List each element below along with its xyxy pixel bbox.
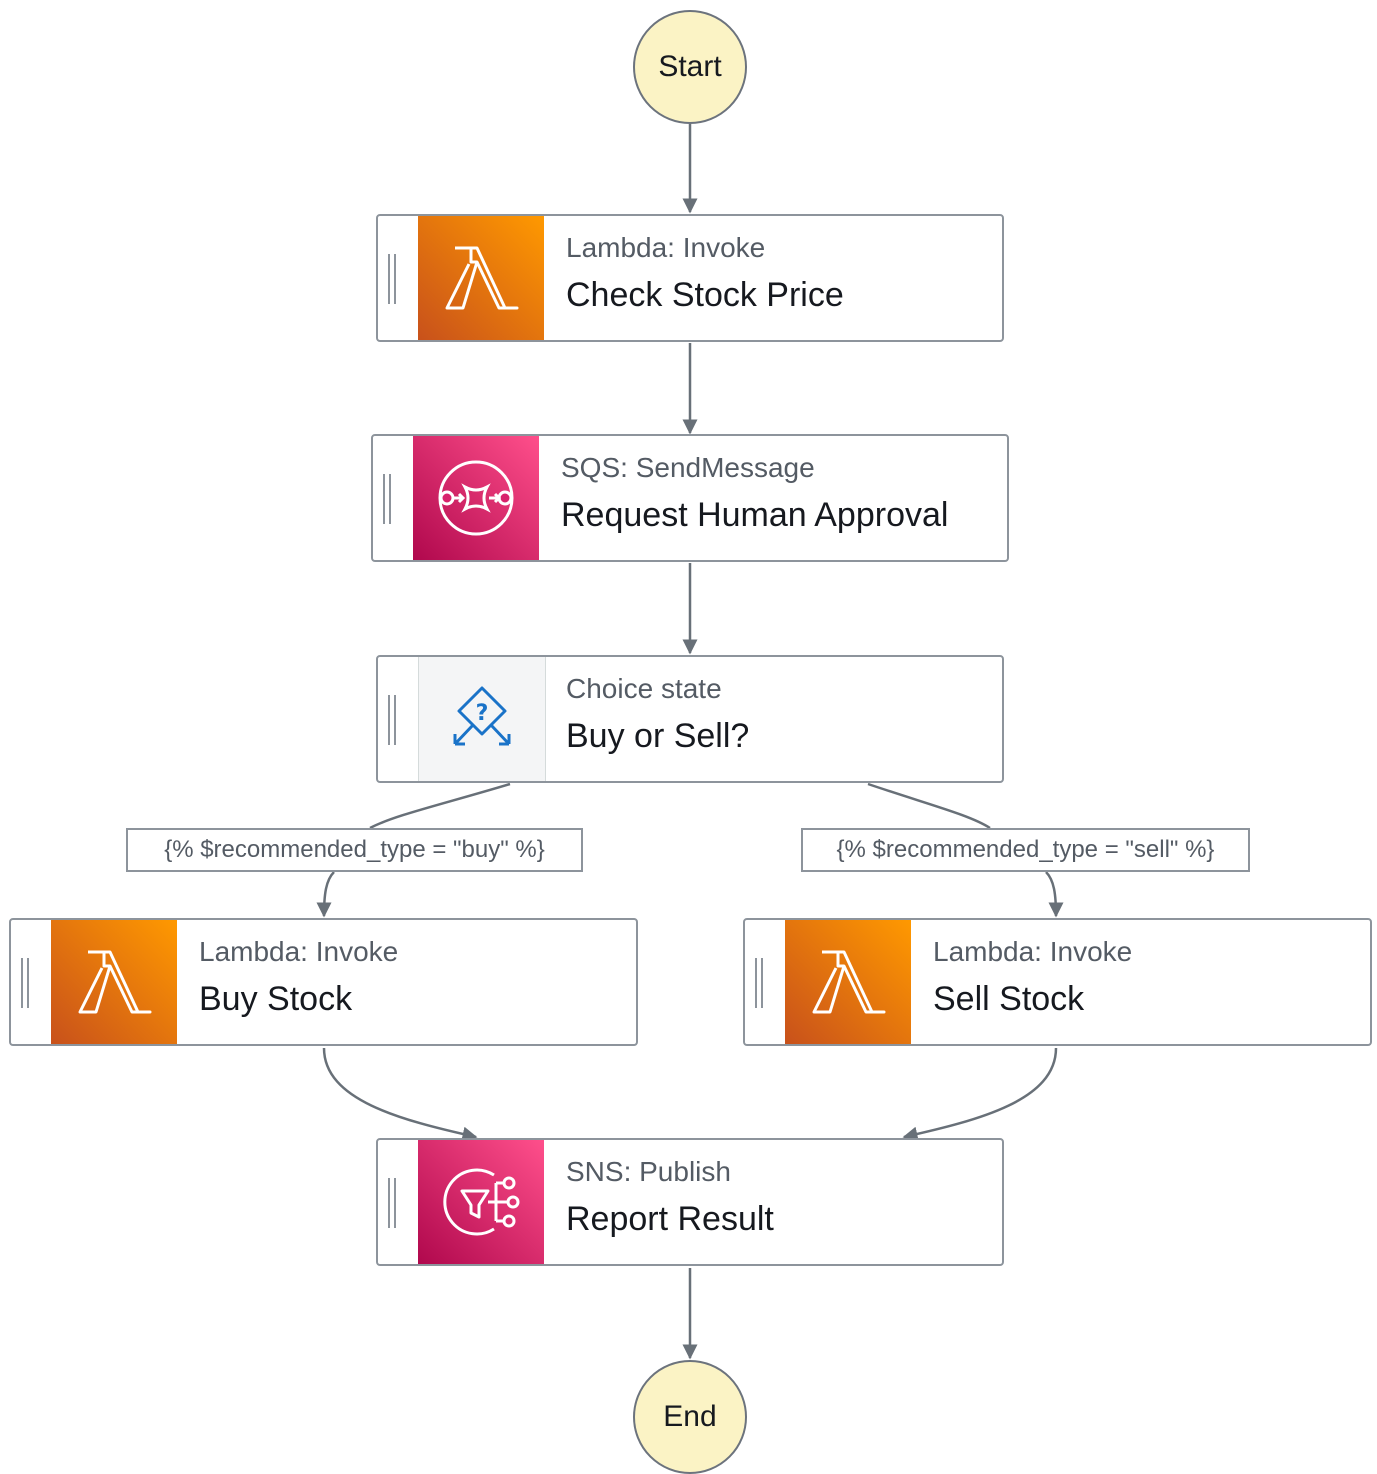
end-node[interactable]: End — [633, 1360, 747, 1474]
drag-handle-icon[interactable] — [21, 958, 30, 1008]
lambda-icon — [418, 216, 544, 340]
start-node[interactable]: Start — [633, 10, 747, 124]
state-type-label: Lambda: Invoke — [566, 232, 766, 263]
drag-handle-icon[interactable] — [388, 695, 397, 745]
condition-sell[interactable]: {% $recommended_type = "sell" %} — [801, 828, 1250, 872]
state-type-label: Choice state — [566, 673, 722, 704]
drag-handle-icon[interactable] — [383, 474, 392, 524]
drag-handle-icon[interactable] — [388, 254, 397, 304]
state-report-result[interactable]: SNS: Publish Report Result — [376, 1138, 1004, 1266]
start-label: Start — [658, 50, 722, 83]
drag-handle-icon[interactable] — [388, 1178, 397, 1228]
drag-handle-icon[interactable] — [755, 958, 764, 1008]
state-name-label: Buy Stock — [199, 980, 353, 1018]
edge-buy-condition-to-buy — [316, 871, 335, 918]
sns-icon — [418, 1140, 544, 1264]
edge-sell-condition-to-sell — [1045, 871, 1064, 918]
choice-icon: ? — [418, 657, 546, 781]
state-name-label: Report Result — [566, 1200, 774, 1238]
edge-choice-to-buy-condition — [369, 782, 511, 830]
lambda-icon — [785, 920, 911, 1044]
state-name-label: Request Human Approval — [561, 496, 949, 534]
state-type-label: Lambda: Invoke — [199, 936, 399, 967]
condition-buy[interactable]: {% $recommended_type = "buy" %} — [126, 828, 583, 872]
edge-sell-to-report — [902, 1047, 1058, 1142]
state-type-label: Lambda: Invoke — [933, 936, 1133, 967]
state-type-label: SNS: Publish — [566, 1156, 731, 1187]
sqs-icon — [413, 436, 539, 560]
end-label: End — [663, 1400, 717, 1433]
state-name-label: Sell Stock — [933, 980, 1085, 1018]
svg-text:?: ? — [476, 701, 489, 726]
edge-buy-to-report — [322, 1047, 478, 1142]
edge-choice-to-sell-condition — [867, 782, 991, 830]
state-buy-or-sell[interactable]: ? Choice state Buy or Sell? — [376, 655, 1004, 783]
state-sell-stock[interactable]: Lambda: Invoke Sell Stock — [743, 918, 1372, 1046]
condition-sell-label: {% $recommended_type = "sell" %} — [836, 836, 1215, 863]
state-request-human-approval[interactable]: SQS: SendMessage Request Human Approval — [371, 434, 1009, 562]
state-buy-stock[interactable]: Lambda: Invoke Buy Stock — [9, 918, 638, 1046]
condition-buy-label: {% $recommended_type = "buy" %} — [164, 836, 545, 863]
state-name-label: Buy or Sell? — [566, 717, 750, 755]
state-type-label: SQS: SendMessage — [561, 452, 815, 483]
state-name-label: Check Stock Price — [566, 276, 844, 314]
state-check-stock-price[interactable]: Lambda: Invoke Check Stock Price — [376, 214, 1004, 342]
lambda-icon — [51, 920, 177, 1044]
